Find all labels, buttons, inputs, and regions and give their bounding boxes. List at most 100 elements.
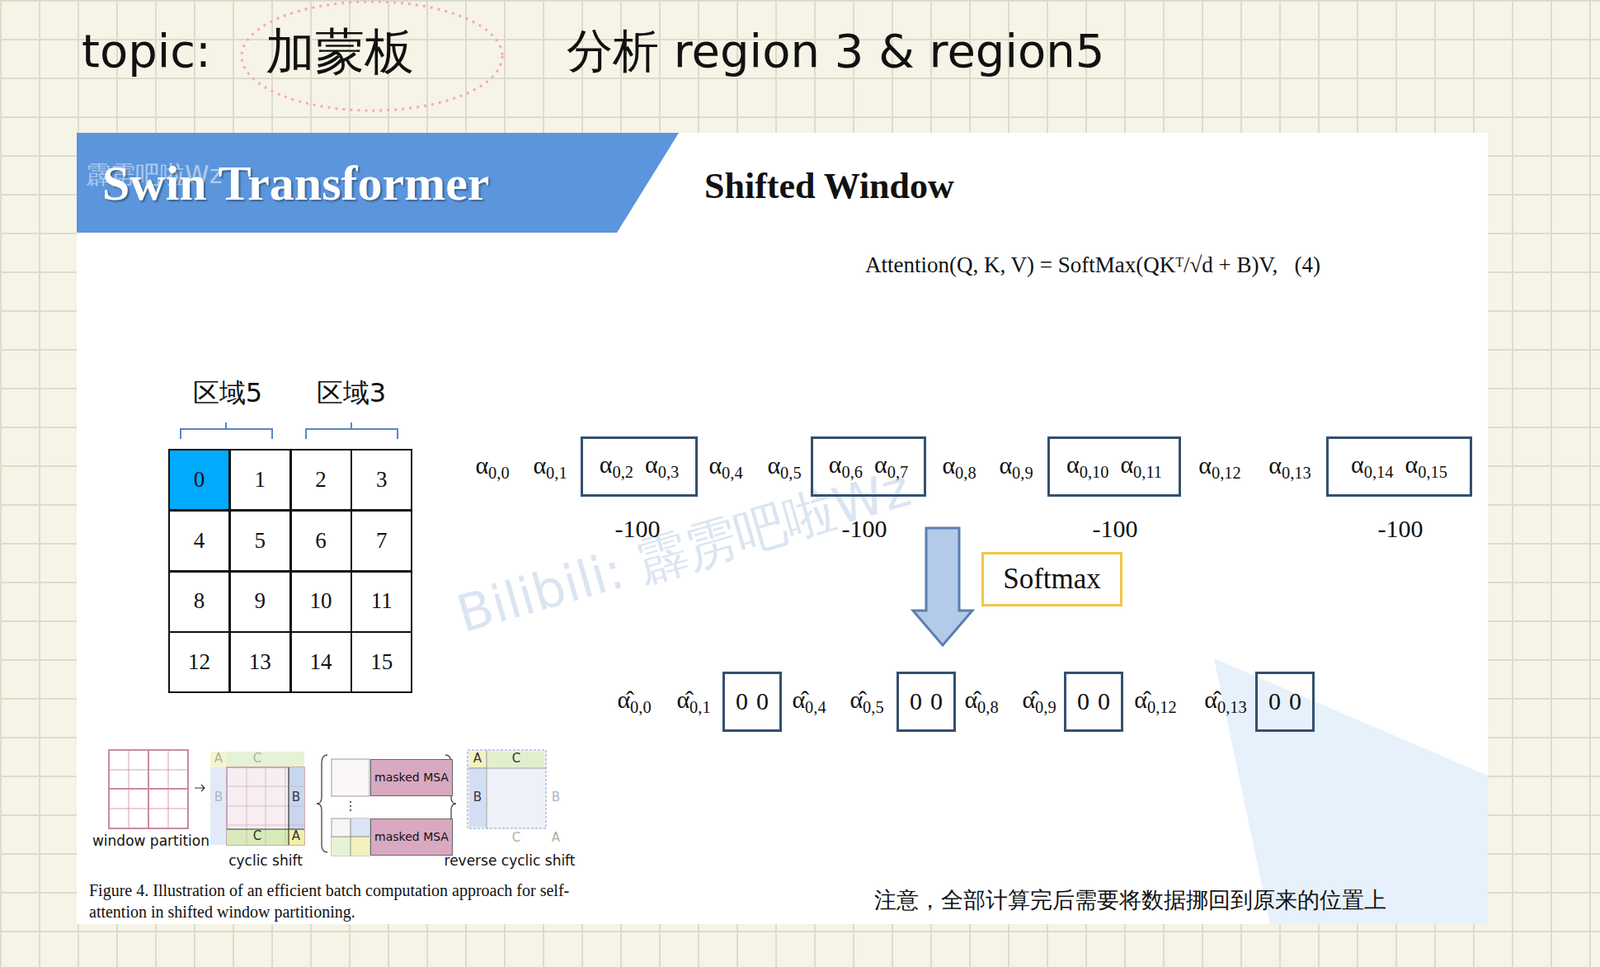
mask-value: -100 [1378, 514, 1424, 544]
zero-box: 00 [722, 671, 782, 732]
window-partition-grid [108, 749, 189, 829]
down-arrow [912, 527, 973, 645]
node-text: α0,11 [1120, 450, 1163, 483]
handwritten-note: 加蒙板 [265, 23, 415, 80]
node-text: 0 [1268, 687, 1281, 716]
grid-cell: 11 [350, 570, 413, 633]
node-text: 2 [315, 466, 327, 493]
node-text: masked MSA [374, 830, 449, 843]
node-text: 7 [376, 527, 388, 554]
node-text: Softmax [1002, 562, 1102, 596]
figure-caption: Figure 4. Illustration of an efficient b… [89, 879, 601, 923]
node-text: 9 [254, 588, 267, 614]
node-text: 10 [310, 588, 333, 614]
brace [316, 754, 328, 852]
softmax-weight: α̂0,4 [791, 685, 826, 718]
node-text: 0 [735, 687, 749, 716]
mask-value: -100 [615, 514, 661, 544]
grid-cell: 4 [168, 509, 231, 572]
node-text: 11 [371, 588, 393, 614]
node-text: 0 [756, 687, 769, 716]
subscript: 0,9 [1011, 463, 1034, 482]
region-letter: B [551, 790, 560, 805]
vertical-dots [349, 800, 352, 811]
reverse-shift-grid [467, 749, 546, 829]
masked-pair-box: α0,6 α0,7 [810, 436, 927, 497]
region-letter: A [214, 751, 223, 766]
highlight-ellipse [241, 1, 503, 111]
node-text: 3 [376, 466, 388, 493]
region-letter: B [291, 790, 301, 805]
softmax-weight: α̂0,8 [964, 685, 998, 718]
attention-weight: α0,8 [941, 451, 976, 484]
figure-label: window partition [92, 832, 210, 850]
grid-cell: 15 [350, 630, 413, 693]
grid-cell: 0 [168, 448, 231, 511]
grid-cell: 5 [229, 509, 292, 572]
grid-cell: 3 [350, 448, 413, 511]
figure-label: cyclic shift [228, 852, 303, 870]
grid-cell: 14 [290, 630, 353, 693]
subscript: 0,9 [1035, 697, 1057, 716]
subscript: 0,7 [887, 462, 909, 481]
grid-cell: 6 [290, 509, 353, 572]
bracket [305, 422, 398, 439]
formula: Attention(Q, K, V) = SoftMax(QKᵀ/√d + B)… [865, 252, 1321, 278]
grid-cell: 1 [229, 448, 292, 511]
zero-box: 00 [896, 671, 956, 732]
attention-weight: α0,1 [532, 451, 567, 484]
softmax-weight: α̂0,1 [676, 685, 711, 718]
node-text: 0 [930, 687, 943, 716]
node-text: 1 [254, 466, 267, 493]
region-letter: A [473, 751, 482, 766]
note: 注意，全部计算完后需要将数据挪回到原来的位置上 [874, 886, 1387, 913]
node-text: 14 [310, 649, 333, 675]
subscript: 0,1 [545, 463, 568, 482]
subscript: 0,5 [780, 463, 802, 482]
header-band [76, 132, 679, 233]
region-letter: C [512, 751, 521, 766]
subscript: 0,2 [612, 462, 635, 481]
region-letter: C [512, 830, 521, 845]
region-letter: C [253, 828, 262, 843]
node-text: α0,7 [874, 450, 909, 483]
mask-value: -100 [842, 514, 888, 544]
handwritten-note: topic: [81, 24, 212, 78]
window-box [331, 818, 370, 856]
slide-subtitle: Shifted Window [704, 165, 955, 208]
subscript: 0,6 [842, 462, 864, 481]
zero-box: 00 [1255, 671, 1315, 732]
grid-cell: 9 [229, 570, 292, 633]
subscript: 0,14 [1364, 462, 1394, 481]
subscript: 0,3 [658, 462, 680, 481]
region-letter: A [291, 828, 301, 843]
slide-title: Swin Transformer [102, 155, 490, 212]
softmax-box: Softmax [981, 551, 1123, 607]
node-text: 13 [249, 649, 272, 675]
decor-triangle [1214, 658, 1488, 924]
attention-weight: α0,12 [1198, 451, 1241, 484]
node-text: 6 [315, 527, 327, 554]
node-text: 8 [193, 588, 206, 614]
subscript: 0,10 [1079, 462, 1110, 481]
node-text: α0,14 [1350, 450, 1393, 483]
attention-weight: α0,4 [708, 451, 743, 484]
softmax-weight: α̂0,5 [849, 685, 884, 718]
node-text: 5 [254, 527, 267, 554]
subscript: 0,5 [862, 697, 885, 716]
region-letter: A [551, 830, 560, 845]
softmax-weight: α̂0,9 [1021, 685, 1056, 718]
subscript: 0,0 [630, 697, 652, 716]
node-text: 12 [188, 649, 211, 675]
masked-msa-box: masked MSA [370, 758, 453, 796]
node-text: α0,6 [828, 450, 863, 483]
subscript: 0,1 [689, 697, 711, 716]
node-text: 0 [1289, 687, 1302, 716]
softmax-weight: α̂0,0 [616, 685, 651, 718]
subscript: 0,13 [1281, 463, 1312, 482]
masked-pair-box: α0,14α0,15 [1326, 436, 1473, 497]
subscript: 0,0 [488, 463, 510, 482]
handwritten-note: 分析 region 3 & region5 [566, 24, 1105, 78]
softmax-weight: α̂0,13 [1204, 685, 1247, 718]
subscript: 0,8 [955, 463, 977, 482]
